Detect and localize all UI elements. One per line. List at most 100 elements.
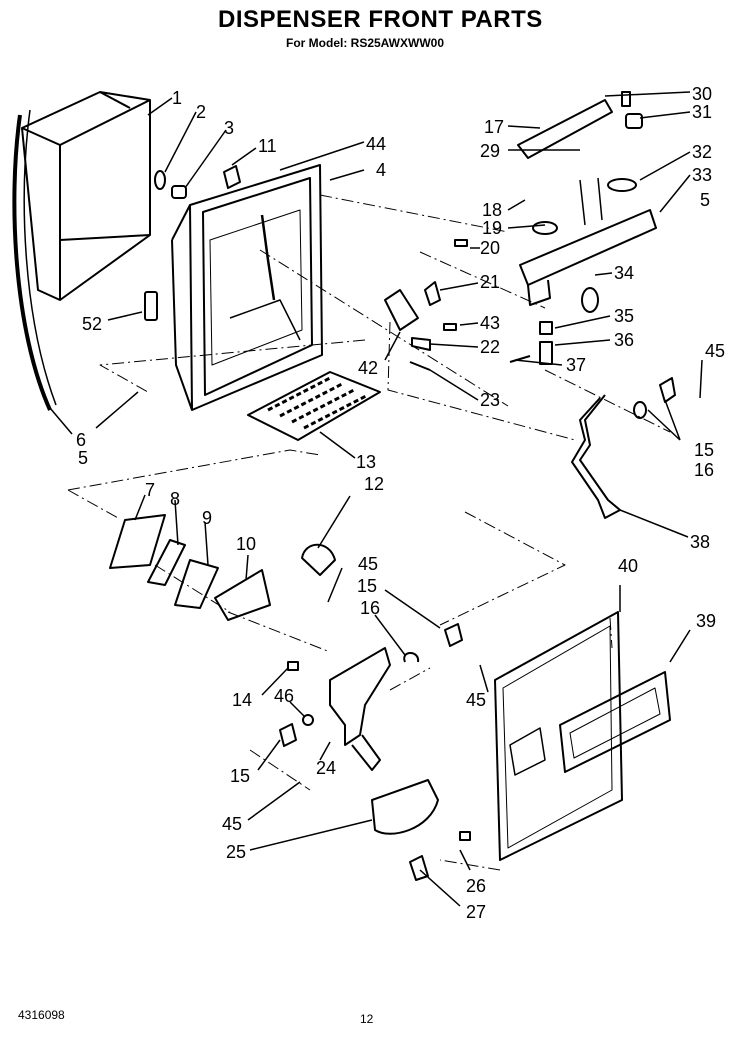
- part-33-bracket: [519, 177, 657, 306]
- part-39-insert-panel: [559, 671, 671, 773]
- part-16-spring-center: [403, 652, 420, 663]
- callout-17: 17: [484, 117, 504, 137]
- callout-11: 11: [258, 136, 277, 156]
- callout-3: 3: [224, 118, 234, 138]
- part-4-housing-frame: [171, 164, 323, 411]
- callout-15-left: 15: [230, 766, 250, 786]
- callout-34: 34: [614, 263, 634, 283]
- callout-42: 42: [358, 358, 378, 378]
- part-12-clamp: [301, 543, 336, 576]
- part-32-cam: [607, 178, 637, 192]
- part-13-drip-grille: [247, 371, 381, 441]
- callout-43: 43: [480, 313, 500, 333]
- part-15-bracket-left: [279, 723, 297, 747]
- callout-13: 13: [356, 452, 376, 472]
- callout-14: 14: [232, 690, 252, 710]
- part-30-screw: [621, 91, 631, 107]
- part-37-pin: [509, 355, 531, 363]
- callout-12: 12: [364, 474, 384, 494]
- part-43-screw: [443, 323, 457, 331]
- callout-39: 39: [696, 611, 716, 631]
- callout-45-left: 45: [222, 814, 242, 834]
- part-10-housing: [214, 569, 271, 621]
- callout-37: 37: [566, 355, 586, 375]
- part-17-top-bar: [517, 99, 613, 159]
- callout-15-mid: 15: [357, 576, 377, 596]
- callout-52: 52: [82, 314, 102, 334]
- callout-4: 4: [376, 160, 386, 180]
- callout-19: 19: [482, 218, 502, 238]
- page-title: DISPENSER FRONT PARTS: [218, 6, 543, 33]
- callout-15-right: 15: [694, 440, 714, 460]
- part-15-bracket-right: [659, 377, 676, 403]
- callout-5-top: 5: [700, 190, 710, 210]
- part-22-pin: [411, 337, 431, 351]
- callout-31: 31: [692, 102, 712, 122]
- callout-1: 1: [172, 88, 182, 108]
- callout-25: 25: [226, 842, 246, 862]
- part-20-screw: [454, 239, 468, 247]
- callout-16-mid: 16: [360, 598, 380, 618]
- callout-30: 30: [692, 84, 712, 104]
- callout-21: 21: [480, 272, 500, 292]
- part-2-grommet: [154, 170, 166, 190]
- callout-18: 18: [482, 200, 502, 220]
- part-27-clip: [409, 855, 429, 881]
- part-8-lens: [147, 539, 186, 586]
- part-1-ice-chute-box: [12, 91, 151, 411]
- callout-46: 46: [274, 686, 294, 706]
- callout-9: 9: [202, 508, 212, 528]
- callout-44: 44: [366, 134, 386, 154]
- part-3-bushing: [171, 185, 187, 199]
- callout-26: 26: [466, 876, 486, 896]
- callout-24: 24: [316, 758, 336, 778]
- part-23-spring: [409, 361, 431, 371]
- document-number: 4316098: [18, 1008, 65, 1022]
- part-21-lever: [424, 281, 441, 306]
- part-38-ice-lever: [571, 394, 621, 519]
- part-9-panel: [174, 559, 219, 609]
- callout-29: 29: [480, 141, 500, 161]
- part-25-drip-cup: [371, 779, 439, 835]
- part-46-washer: [302, 714, 314, 726]
- callout-23: 23: [480, 390, 500, 410]
- callout-8: 8: [170, 489, 180, 509]
- callout-35: 35: [614, 306, 634, 326]
- callout-22: 22: [480, 337, 500, 357]
- part-16-spring-right: [633, 401, 647, 419]
- part-52-switch: [144, 291, 158, 321]
- part-7-frame: [109, 514, 166, 569]
- callout-45-right: 45: [705, 341, 725, 361]
- callout-16-right: 16: [694, 460, 714, 480]
- part-42-flapper: [384, 289, 419, 331]
- callout-38: 38: [690, 532, 710, 552]
- callout-10: 10: [236, 534, 256, 554]
- part-14-screw: [287, 661, 299, 671]
- page-number: 12: [360, 1012, 374, 1026]
- part-34-solenoid: [581, 287, 599, 313]
- part-26-screw: [459, 831, 471, 841]
- callout-6: 6: [76, 430, 86, 450]
- model-subtitle: For Model: RS25AWXWW00: [286, 36, 445, 50]
- callout-32: 32: [692, 142, 712, 162]
- callout-5-left: 5: [78, 448, 88, 468]
- callout-40: 40: [618, 556, 638, 576]
- part-35-nut: [539, 321, 553, 335]
- part-19-actuator: [532, 221, 558, 235]
- part-36-plunger: [539, 341, 553, 365]
- callout-45-mid: 45: [358, 554, 378, 574]
- part-31-switch: [625, 113, 643, 129]
- callout-33: 33: [692, 165, 712, 185]
- callout-27: 27: [466, 902, 486, 922]
- part-24-water-lever: [329, 647, 391, 771]
- callout-labels: 1 2 3 11 44 4 17 29 30 31 32 33 5 18 19 …: [76, 84, 725, 922]
- callout-2: 2: [196, 102, 206, 122]
- part-11-clip: [223, 165, 241, 189]
- callout-45-door: 45: [466, 690, 486, 710]
- callout-36: 36: [614, 330, 634, 350]
- part-40-front-panel: [494, 611, 623, 861]
- part-15-bracket-center: [444, 623, 463, 647]
- callout-7: 7: [145, 480, 155, 500]
- callout-20: 20: [480, 238, 500, 258]
